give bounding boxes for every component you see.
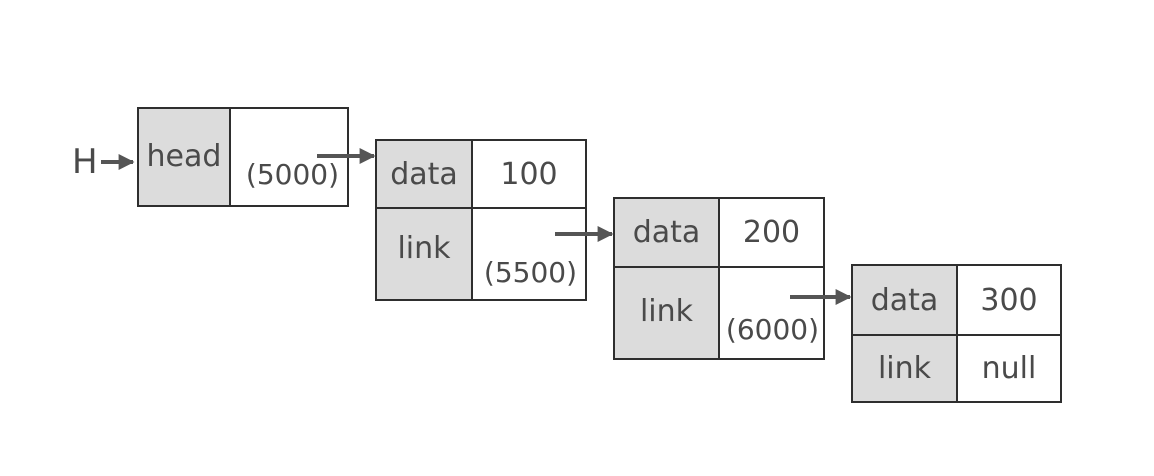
head-label-cell: head (139, 109, 231, 205)
node-1-data-value-cell: 100 (473, 141, 585, 209)
node-2-link-label: link (639, 294, 694, 329)
node-1: data 100 link (5500) (375, 139, 587, 301)
node-3: data 300 link null (851, 264, 1062, 403)
node-1-link-label: link (397, 231, 451, 266)
node-3-data-label: data (870, 282, 939, 318)
node-2-link-value-cell: (6000) (720, 268, 823, 358)
node-3-link-label: link (877, 351, 932, 386)
node-1-link-label-cell: link (377, 209, 473, 299)
node-1-data-label-cell: data (377, 141, 473, 209)
node-2: data 200 link (6000) (613, 197, 825, 360)
node-1-data-value: 100 (500, 156, 558, 192)
node-3-link-label-cell: link (853, 336, 958, 401)
node-3-link-value-cell: null (958, 336, 1060, 401)
head-pointer-label: H (72, 142, 98, 182)
head-label: head (146, 139, 222, 174)
head-address: (5000) (245, 158, 339, 191)
node-2-link-value: (6000) (725, 313, 819, 346)
node-3-data-label-cell: data (853, 266, 958, 336)
node-1-link-value-cell: (5500) (473, 209, 585, 299)
node-2-data-label-cell: data (615, 199, 720, 268)
head-address-cell: (5000) (231, 109, 347, 205)
node-1-data-label: data (390, 156, 458, 192)
node-2-link-label-cell: link (615, 268, 720, 358)
node-3-data-value: 300 (980, 282, 1038, 318)
node-2-data-label: data (632, 215, 701, 250)
node-2-data-value: 200 (742, 215, 801, 250)
node-3-data-value-cell: 300 (958, 266, 1060, 336)
node-2-data-value-cell: 200 (720, 199, 823, 268)
head-box: head (5000) (137, 107, 349, 207)
node-3-link-value: null (981, 351, 1037, 386)
node-1-link-value: (5500) (483, 256, 577, 289)
